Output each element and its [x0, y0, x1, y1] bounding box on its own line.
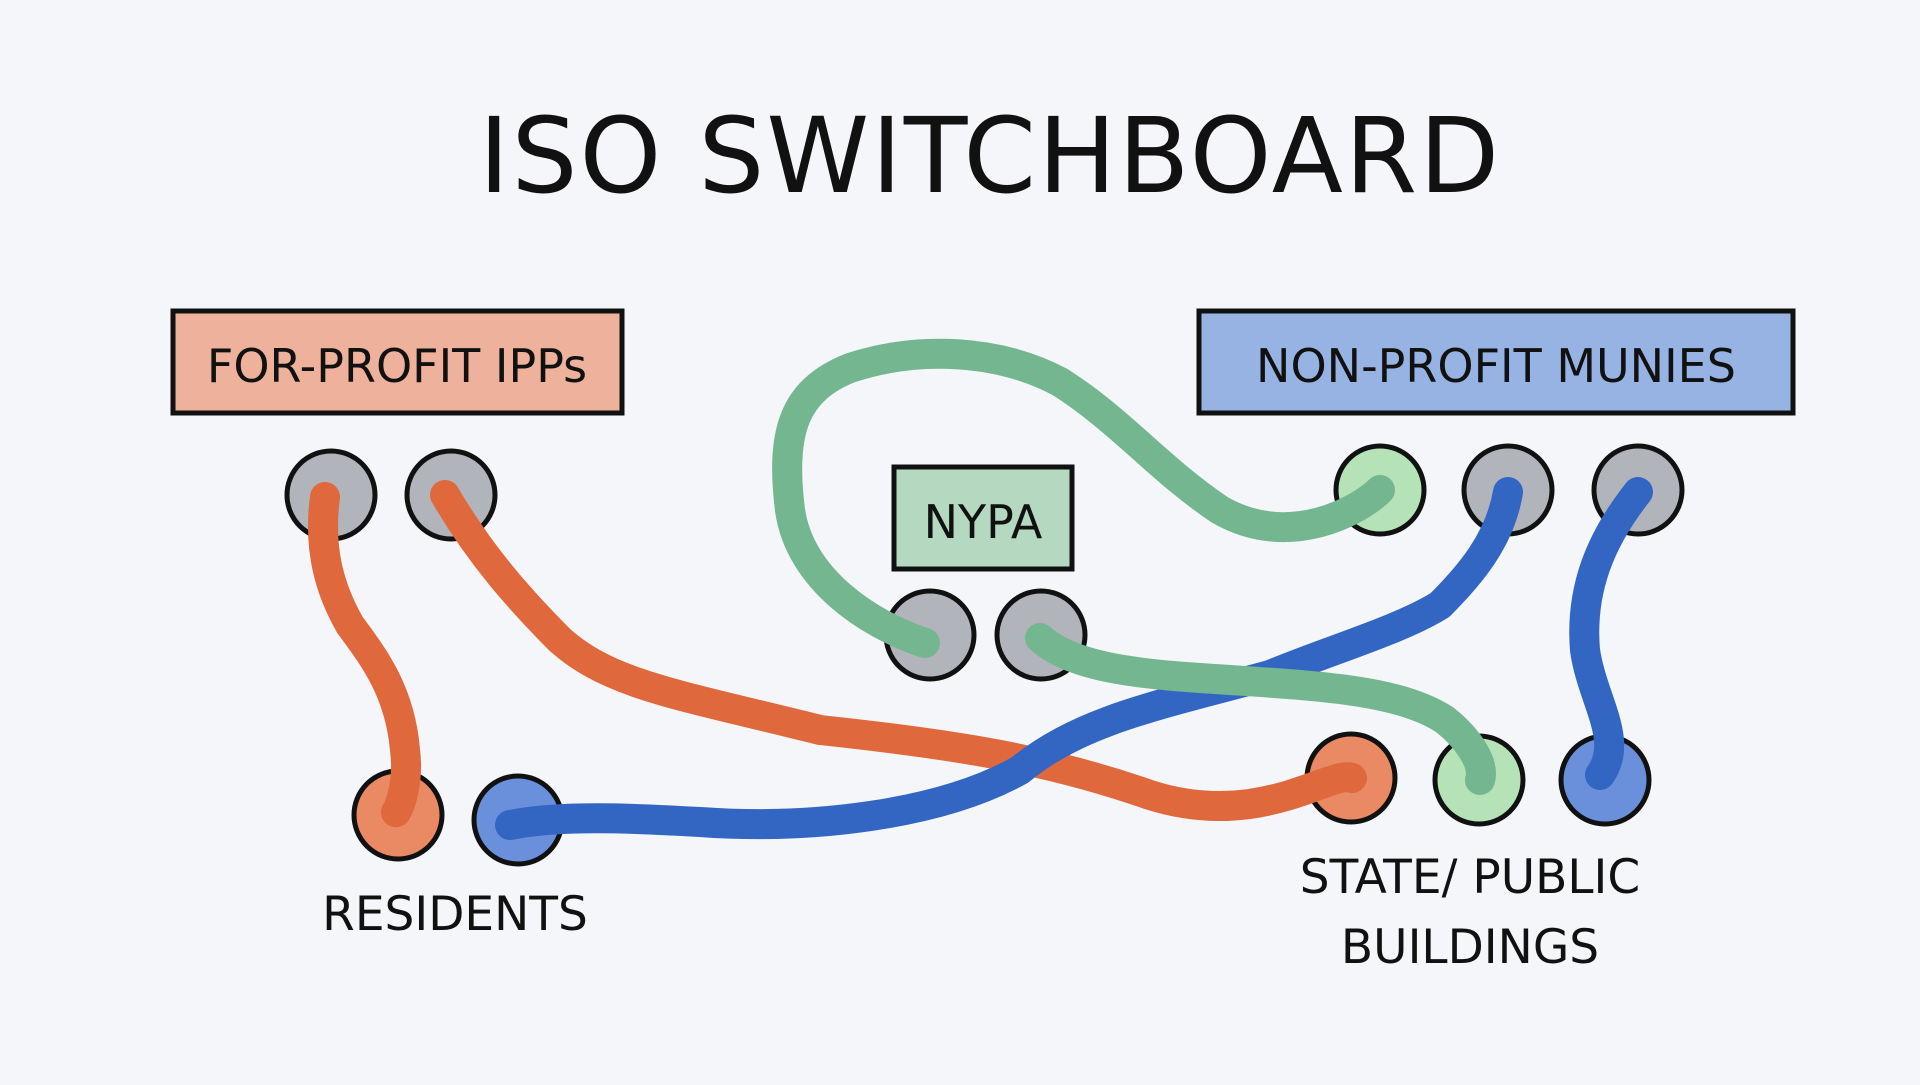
- label-state-public-line2: BUILDINGS: [1341, 920, 1599, 975]
- group-label-nypa: NYPA: [924, 495, 1043, 549]
- group-box-nypa-rect: [891, 464, 1075, 572]
- page-title: ISO SWITCHBOARD: [479, 95, 1501, 217]
- cable-ipp1-residents1[interactable]: [308, 482, 421, 828]
- group-box-nypa: NYPA: [891, 464, 1075, 572]
- cables-layer: [308, 338, 1653, 840]
- group-box-munies-rect: [1196, 308, 1796, 416]
- label-state-public-line1: STATE/ PUBLIC: [1300, 850, 1640, 905]
- cable-ipp2-state1[interactable]: [430, 480, 1367, 821]
- group-label-munies: NON-PROFIT MUNIES: [1256, 339, 1736, 393]
- group-box-munies: NON-PROFIT MUNIES: [1196, 308, 1796, 416]
- group-label-ipps: FOR-PROFIT IPPs: [207, 339, 587, 393]
- cable-muni2-residents2[interactable]: [495, 477, 1523, 840]
- group-box-ipps-rect: [170, 308, 625, 416]
- cable-nypa2-state2[interactable]: [1025, 623, 1496, 795]
- cable-muni3-state3[interactable]: [1569, 477, 1653, 790]
- label-residents: RESIDENTS: [322, 887, 588, 942]
- group-box-ipps: FOR-PROFIT IPPs: [170, 308, 625, 416]
- cable-nypa1-muni1[interactable]: [772, 338, 1395, 658]
